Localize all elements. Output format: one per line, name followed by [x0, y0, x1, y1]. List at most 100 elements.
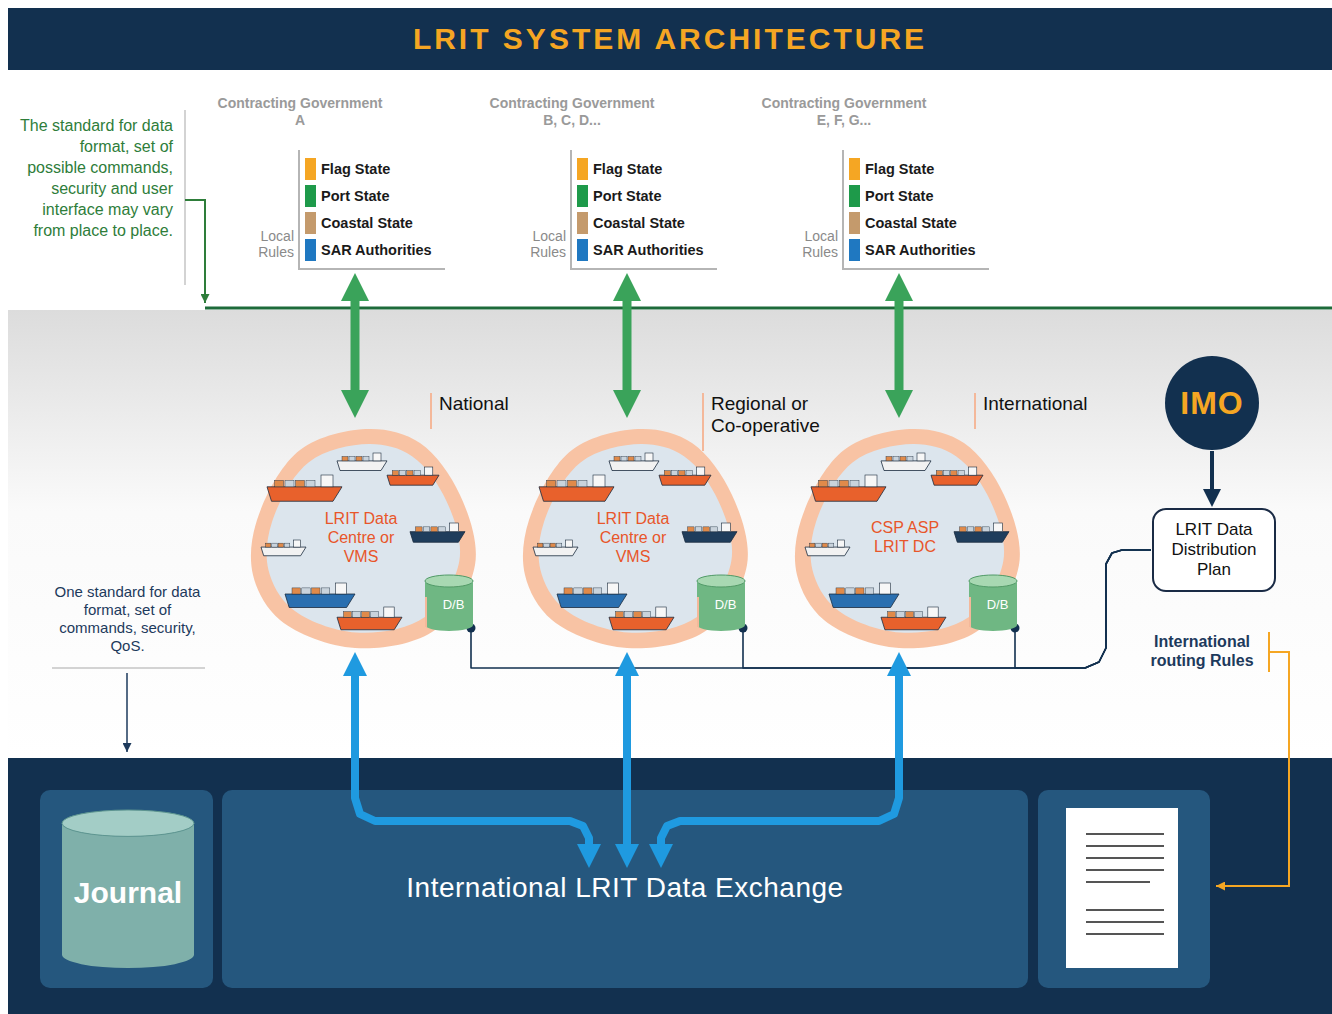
ship-cargo [616, 612, 624, 618]
gov-text: SAR Authorities [577, 239, 715, 261]
bracket-rule [570, 268, 717, 270]
cylinder-top [62, 810, 194, 836]
ship-bridge [321, 475, 333, 487]
ship-cargo [593, 588, 601, 594]
plan-text: LRIT Data Distribution Plan [1160, 520, 1268, 580]
document-lines [1086, 834, 1164, 934]
gov-text: Coastal State [577, 212, 715, 234]
journal-panel [40, 790, 213, 988]
ship-hull [881, 461, 931, 471]
rules-bracket [1268, 632, 1270, 672]
note-leader [126, 673, 128, 752]
ship-cargo [810, 543, 815, 547]
bracket-rule [842, 268, 989, 270]
note-rule [184, 110, 186, 285]
ship-cargo [951, 471, 957, 476]
ship-cargo [960, 527, 967, 532]
ship-cargo [850, 480, 859, 487]
ship-bridge [656, 607, 666, 617]
ship-cargo [967, 527, 974, 532]
ship-cargo [321, 588, 329, 594]
connector [623, 676, 631, 844]
db-text: D/B [969, 597, 1017, 627]
ship-cargo [703, 527, 710, 532]
gov-text: SAR Authorities [305, 239, 443, 261]
ship-icon [829, 583, 899, 608]
ship-cargo [557, 480, 566, 487]
ship-cargo [423, 527, 430, 532]
ship-cargo [643, 612, 651, 618]
ship-cargo [907, 457, 913, 461]
ship-cargo [634, 612, 642, 618]
gov-text: Flag State [577, 158, 715, 180]
gov-text: Coastal State [849, 212, 987, 234]
government-block: Contracting Government AFlag StatePort S… [245, 95, 445, 270]
ship-bridge [968, 467, 976, 475]
ship-icon [682, 523, 737, 542]
blob-text: CSP ASP LRIT DC [859, 518, 951, 556]
ship-cargo [635, 457, 641, 461]
note-text: The standard for data format, set of pos… [20, 115, 173, 241]
government-block: Contracting Government E, F, G...Flag St… [789, 95, 989, 270]
data-centre-region: D/BRegional or Co-operativeLRIT Data Cen… [517, 415, 752, 650]
exchange-band [8, 758, 1332, 1014]
ship-bridge [994, 523, 1003, 532]
region-fill [523, 429, 748, 648]
connector [1210, 451, 1214, 489]
ship-bridge [373, 453, 381, 461]
ship-cargo [431, 527, 438, 532]
bracket-rule [298, 150, 300, 268]
ship-cargo [900, 457, 906, 461]
plan-box: LRIT Data Distribution Plan [1152, 508, 1276, 592]
blob-text: LRIT Data Centre or VMS [587, 509, 679, 566]
ship-hull [337, 617, 402, 630]
ship-icon [609, 607, 674, 630]
ship-bridge [593, 475, 605, 487]
connector [355, 676, 589, 844]
circle-fill [1165, 356, 1259, 450]
ship-cargo [272, 543, 277, 547]
ship-cargo [888, 612, 896, 618]
region-fill [251, 429, 476, 648]
gov-text: Port State [849, 185, 987, 207]
ship-cargo [284, 543, 289, 547]
ship-cargo [846, 588, 854, 594]
note-leader [185, 200, 205, 303]
ship-cargo [547, 480, 556, 487]
ship-cargo [550, 543, 555, 547]
ship-cargo [686, 471, 692, 476]
ship-icon [285, 583, 355, 608]
gov-text: Flag State [305, 158, 443, 180]
ship-hull [539, 487, 614, 501]
ship-cargo [278, 543, 283, 547]
ship-hull [609, 461, 659, 471]
ship-cargo [679, 471, 685, 476]
ship-cargo [363, 457, 369, 461]
cylinder-top [425, 575, 473, 587]
ship-hull [682, 532, 737, 543]
ship-cargo [816, 543, 821, 547]
ship-cargo [897, 612, 905, 618]
ship-bridge [335, 583, 346, 594]
ship-cargo [407, 471, 413, 476]
ship-cargo [621, 457, 627, 461]
data-centre-region: D/BNationalLRIT Data Centre or VMS [245, 415, 480, 650]
database-cylinder: D/B [425, 575, 473, 631]
ship-icon [267, 475, 342, 501]
ship-cargo [296, 480, 305, 487]
ship-cargo [353, 612, 361, 618]
ship-cargo [312, 588, 320, 594]
exchange-label: International LRIT Data Exchange [406, 872, 843, 904]
connector [351, 301, 360, 390]
ship-cargo [574, 588, 582, 594]
ship-icon [261, 540, 306, 556]
ship-cargo [711, 527, 718, 532]
gov-text: Flag State [849, 158, 987, 180]
rules-panel [1038, 790, 1210, 988]
ship-cargo [625, 612, 633, 618]
ship-cargo [975, 527, 982, 532]
blob-text: National [430, 393, 509, 429]
cylinder-body [969, 581, 1017, 631]
